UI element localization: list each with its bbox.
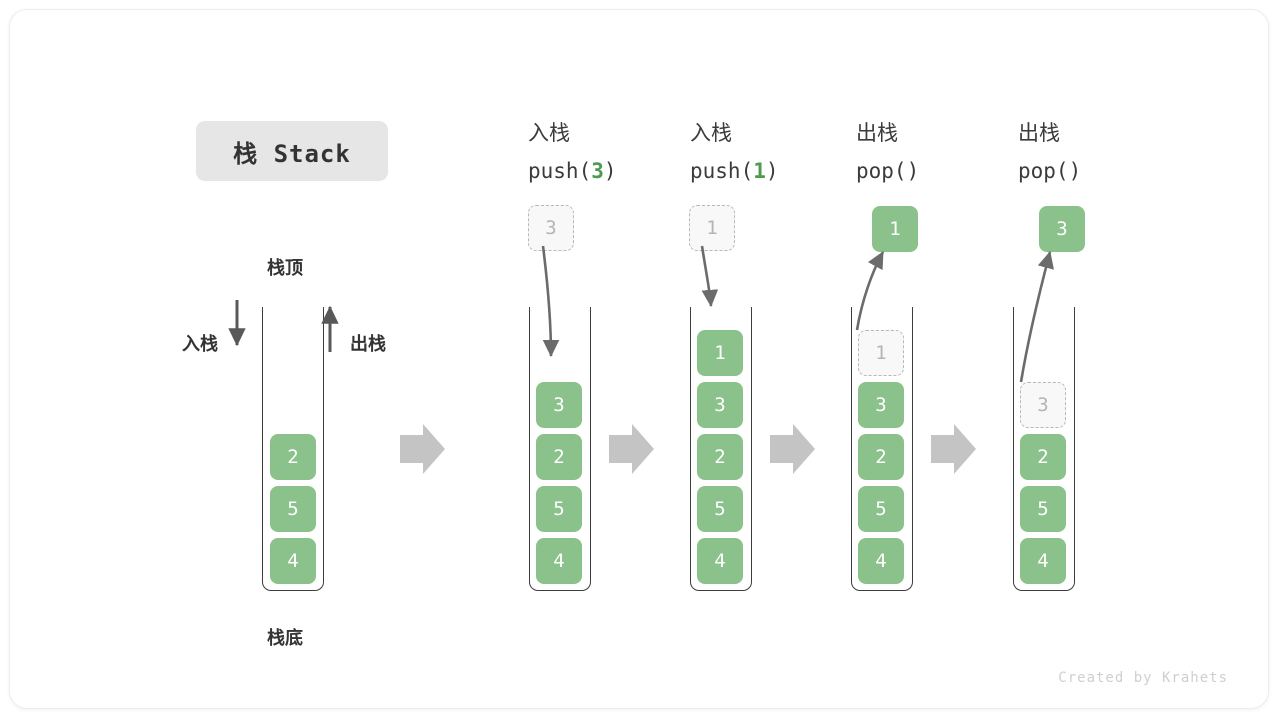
stack-cell: 5 <box>270 486 316 532</box>
external-cell-ghost: 1 <box>689 205 735 251</box>
stack-cell: 3 <box>858 382 904 428</box>
stack-cell-ghost: 3 <box>1020 382 1066 428</box>
column-header-cn: 出栈 <box>1018 121 1060 145</box>
stack-top-label: 栈顶 <box>267 258 303 278</box>
title-badge: 栈 Stack <box>196 121 388 181</box>
stack-cell: 2 <box>1020 434 1066 480</box>
external-cell-popped: 1 <box>872 206 918 252</box>
stack-bottom-label: 栈底 <box>267 628 303 648</box>
column-header-code: pop() <box>1018 159 1082 183</box>
stack-cell: 3 <box>697 382 743 428</box>
stack-cell: 4 <box>270 538 316 584</box>
credit-text: Created by Krahets <box>1058 670 1228 686</box>
stack-cell: 5 <box>1020 486 1066 532</box>
column-header-cn: 出栈 <box>856 121 898 145</box>
stack-container-pop-1 <box>851 307 913 591</box>
column-header-code: push(3) <box>528 159 617 183</box>
diagram-card: 栈 Stack 入栈 push(3) 入栈 push(1) 出栈 pop() 出… <box>9 9 1269 709</box>
stack-cell: 1 <box>697 330 743 376</box>
stack-cell: 2 <box>536 434 582 480</box>
column-header-push-3: 入栈 push(3) <box>528 114 708 190</box>
stack-container-push-1 <box>690 307 752 591</box>
external-cell-ghost: 3 <box>528 205 574 251</box>
pop-direction-label: 出栈 <box>350 334 386 354</box>
column-header-cn: 入栈 <box>528 121 570 145</box>
column-header-push-1: 入栈 push(1) <box>690 114 870 190</box>
stack-container-pop-3 <box>1013 307 1075 591</box>
stack-cell-ghost: 1 <box>858 330 904 376</box>
column-header-pop-1: 出栈 pop() <box>856 114 1036 190</box>
external-cell-popped: 3 <box>1039 206 1085 252</box>
push-direction-label: 入栈 <box>182 334 218 354</box>
column-header-code: push(1) <box>690 159 779 183</box>
stack-cell: 2 <box>270 434 316 480</box>
stack-cell: 2 <box>697 434 743 480</box>
stack-cell: 5 <box>697 486 743 532</box>
column-header-cn: 入栈 <box>690 121 732 145</box>
stack-container-initial <box>262 307 324 591</box>
stack-container-push-3 <box>529 307 591 591</box>
column-header-code: pop() <box>856 159 920 183</box>
stack-cell: 5 <box>536 486 582 532</box>
stack-cell: 4 <box>858 538 904 584</box>
stack-cell: 2 <box>858 434 904 480</box>
stack-cell: 4 <box>1020 538 1066 584</box>
stack-cell: 5 <box>858 486 904 532</box>
stack-cell: 4 <box>697 538 743 584</box>
stack-cell: 4 <box>536 538 582 584</box>
stack-cell: 3 <box>536 382 582 428</box>
column-header-pop-3: 出栈 pop() <box>1018 114 1198 190</box>
